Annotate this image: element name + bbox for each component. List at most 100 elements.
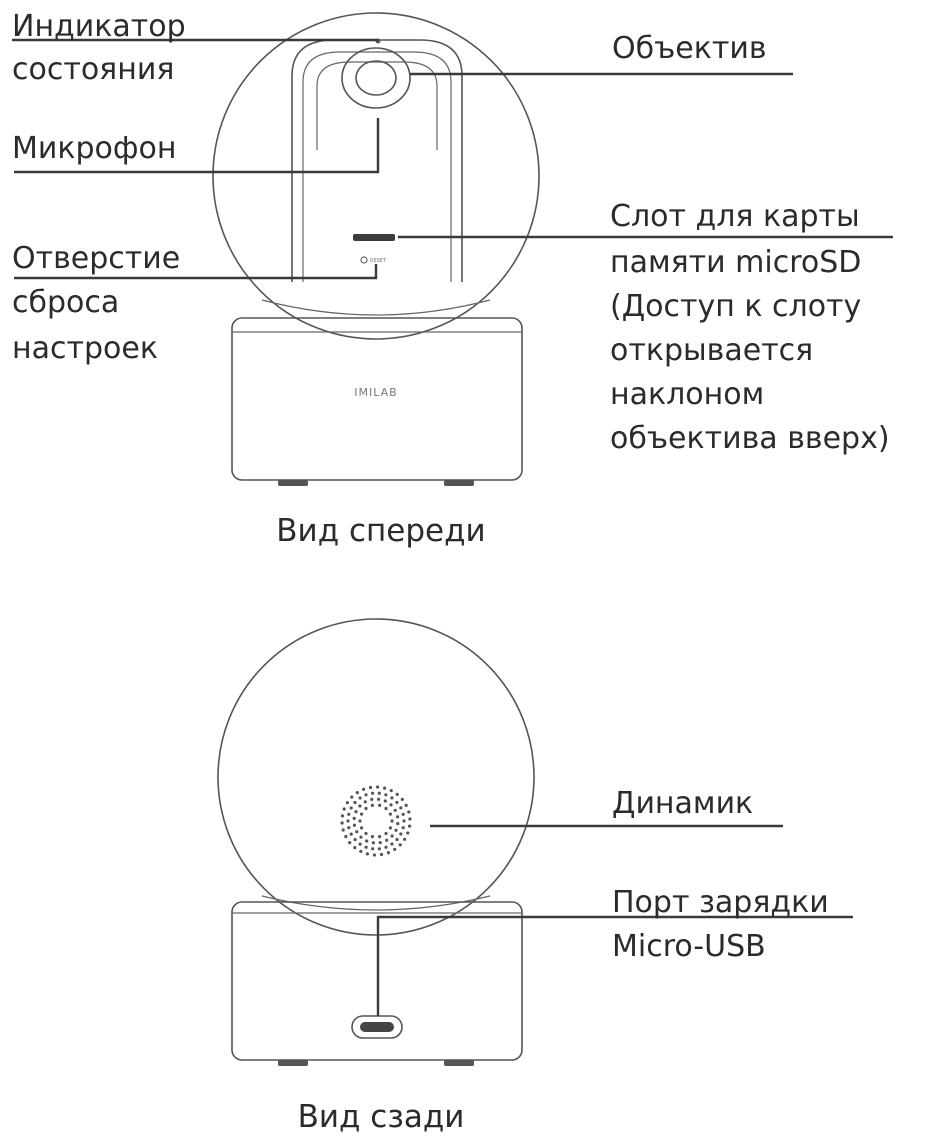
speaker-hole <box>390 842 394 846</box>
speaker-hole <box>399 832 403 836</box>
speaker-hole <box>399 806 403 810</box>
label-reset-line2: сброса <box>12 285 119 320</box>
speaker-hole <box>383 786 387 790</box>
speaker-hole <box>384 793 388 797</box>
label-microphone: Микрофон <box>12 131 177 166</box>
speaker-hole <box>371 847 375 851</box>
back-camera-drawing <box>217 618 535 1066</box>
speaker-hole <box>398 843 402 847</box>
speaker-hole <box>383 799 387 803</box>
front-foot-left <box>278 480 308 486</box>
leader-microphone <box>14 118 380 174</box>
speaker-hole <box>400 797 404 802</box>
front-foot-right <box>444 480 474 486</box>
label-sd-line3: (Доступ к слоту <box>610 289 861 324</box>
label-speaker-line1: Динамик <box>612 786 753 821</box>
speaker-hole <box>359 835 363 839</box>
lens-outer-ring <box>341 47 411 109</box>
back-foot-left <box>278 1060 308 1066</box>
speaker-hole <box>364 845 368 849</box>
microsd-slot <box>353 234 395 241</box>
label-sd-line5: наклоном <box>610 377 764 412</box>
label-indicator: Индикатор состояния <box>12 9 195 87</box>
speaker-hole <box>370 803 374 808</box>
speaker-hole <box>358 796 362 800</box>
speaker-hole <box>349 832 353 836</box>
speaker-hole <box>347 812 351 816</box>
speaker-hole <box>401 826 405 830</box>
speaker-hole <box>368 785 373 790</box>
speaker-hole <box>408 824 412 828</box>
speaker-hole <box>365 852 369 856</box>
speaker-hole <box>378 803 382 808</box>
front-sphere <box>212 12 540 340</box>
speaker-hole <box>347 826 351 830</box>
caption-front: Вид спереди <box>276 513 485 549</box>
speaker-hole <box>370 835 374 839</box>
speaker-hole <box>396 815 400 819</box>
speaker-hole <box>403 837 407 841</box>
back-base <box>231 901 523 1061</box>
speaker-hole <box>360 826 364 830</box>
speaker-hole <box>378 835 382 839</box>
label-speaker: Динамик <box>612 786 753 821</box>
speaker-hole <box>353 846 357 850</box>
speaker-hole <box>402 819 406 823</box>
speaker-hole <box>396 822 400 826</box>
speaker-hole <box>364 793 368 797</box>
speaker-hole <box>353 800 357 805</box>
label-sd-line6: объектива вверх) <box>610 421 890 456</box>
leader-reset <box>14 264 378 280</box>
speaker-grille <box>340 785 412 857</box>
speaker-hole <box>363 800 367 804</box>
speaker-hole <box>349 806 353 810</box>
reset-text: RESET <box>370 258 387 264</box>
speaker-hole <box>393 847 397 852</box>
speaker-hole <box>407 810 411 814</box>
speaker-hole <box>377 791 381 795</box>
speaker-hole <box>364 806 368 811</box>
label-lens-line1: Объектив <box>612 31 767 66</box>
speaker-hole <box>350 795 354 799</box>
speaker-hole <box>340 814 344 818</box>
speaker-hole <box>352 823 356 827</box>
speaker-hole <box>378 841 382 845</box>
speaker-hole <box>389 789 393 793</box>
speaker-hole <box>344 835 348 839</box>
back-foot-right <box>444 1060 474 1066</box>
speaker-hole <box>390 819 394 823</box>
speaker-hole <box>341 828 345 832</box>
speaker-hole <box>346 819 350 823</box>
speaker-hole <box>365 839 369 843</box>
speaker-hole <box>362 787 366 791</box>
speaker-hole <box>386 851 390 855</box>
label-reset: Отверстие сброса настроек <box>12 241 190 366</box>
speaker-hole <box>389 803 393 807</box>
leader-usb <box>376 915 853 1016</box>
speaker-hole <box>401 812 405 816</box>
speaker-hole <box>353 838 357 842</box>
speaker-hole <box>390 796 394 800</box>
speaker-hole <box>371 841 375 845</box>
speaker-hole <box>340 821 344 825</box>
speaker-hole <box>371 791 375 795</box>
speaker-hole <box>395 800 399 805</box>
label-indicator-line2: состояния <box>12 52 174 87</box>
speaker-hole <box>358 819 362 823</box>
label-usb-line2: Micro-USB <box>612 929 766 964</box>
front-lens-face <box>316 61 438 150</box>
speaker-hole <box>376 785 380 789</box>
label-sd-line4: открывается <box>610 333 813 368</box>
label-sd-line1: Слот для карты <box>610 199 860 234</box>
speaker-hole <box>406 831 410 835</box>
speaker-hole <box>408 817 412 821</box>
speaker-hole <box>358 804 362 808</box>
speaker-hole <box>390 834 394 838</box>
label-sd-slot: Слот для карты памяти microSD (Доступ к … <box>610 199 890 456</box>
speaker-hole <box>384 831 388 836</box>
speaker-hole <box>354 810 358 814</box>
speaker-hole <box>360 812 364 816</box>
speaker-hole <box>377 847 381 851</box>
label-microphone-line1: Микрофон <box>12 131 177 166</box>
